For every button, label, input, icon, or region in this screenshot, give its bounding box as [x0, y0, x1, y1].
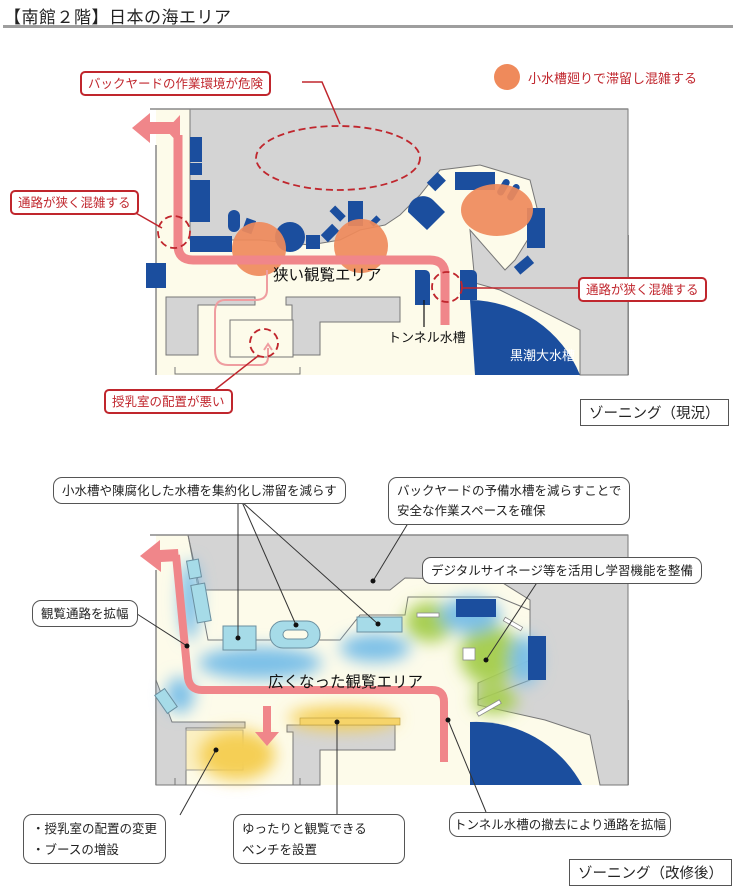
wide-viewing-area-label: 広くなった観覧エリア: [268, 673, 424, 691]
down-arrow-icon: [255, 706, 279, 746]
current-nursing-path: [214, 270, 269, 366]
callout-backyard-line1: バックヤードの予備水槽を減らすことで: [397, 483, 622, 498]
renovated-route: [172, 554, 448, 762]
callout-nursing-line2: ・ブースの増設: [32, 842, 119, 857]
current-route: [173, 135, 450, 325]
callout-backyard-danger: バックヤードの作業環境が危険: [80, 71, 272, 96]
callout-backyard-line2: 安全な作業スペースを確保: [397, 503, 546, 518]
zoning-renovated-label: ゾーニング（改修後）: [569, 859, 732, 886]
tunnel-tank-label: トンネル水槽: [388, 331, 466, 346]
zoning-current-label: ゾーニング（現況）: [580, 399, 729, 426]
callout-narrow-left: 通路が狭く混雑する: [10, 190, 139, 215]
callout-tunnel-removed: トンネル水槽の撤去により通路を拡幅: [449, 812, 672, 837]
callout-narrow-right: 通路が狭く混雑する: [578, 277, 707, 302]
kuroshio-tank-label: 黒潮大水槽: [510, 349, 576, 364]
callout-bench-line1: ゆったりと観覧できる: [242, 821, 367, 836]
callout-consolidate-tanks: 小水槽や陳腐化した水槽を集約化し滞留を減らす: [53, 477, 346, 504]
legend: 小水槽廻りで滞留し混雑する: [494, 64, 697, 90]
renovated-tanks: [456, 599, 582, 785]
current-room-right: [285, 296, 401, 356]
callout-bench-line2: ベンチを設置: [242, 842, 318, 857]
callout-bench: ゆったりと観覧できる ベンチを設置: [233, 814, 405, 864]
current-alert-marks: [157, 125, 463, 358]
title-divider: [3, 25, 733, 28]
page-title: 【南館２階】日本の海エリア: [4, 8, 232, 28]
callout-widen-route: 観覧通路を拡幅: [32, 600, 138, 627]
narrow-viewing-area-label: 狭い観覧エリア: [273, 266, 382, 284]
renovated-map: [133, 501, 629, 816]
callout-nursing-line1: ・授乳室の配置の変更: [32, 821, 158, 836]
callout-digital-signage: デジタルサイネージ等を活用し学習機能を整備: [422, 557, 703, 584]
renovated-exit-arrow-icon: [140, 540, 179, 572]
digital-signage: [416, 612, 524, 717]
current-map: [132, 81, 629, 393]
current-room-left: [165, 296, 256, 356]
legend-label: 小水槽廻りで滞留し混雑する: [528, 71, 698, 87]
renovated-leaders: [133, 501, 541, 816]
current-nursing-room: [229, 319, 294, 358]
callout-nursing-room: 授乳室の配置が悪い: [104, 389, 233, 414]
congestion-dot-icon: [494, 64, 520, 90]
callout-nursing-booth: ・授乳室の配置の変更 ・ブースの増設: [23, 814, 167, 864]
current-exit-arrow-icon: [132, 113, 178, 143]
callout-backyard-safety: バックヤードの予備水槽を減らすことで 安全な作業スペースを確保: [388, 477, 631, 525]
